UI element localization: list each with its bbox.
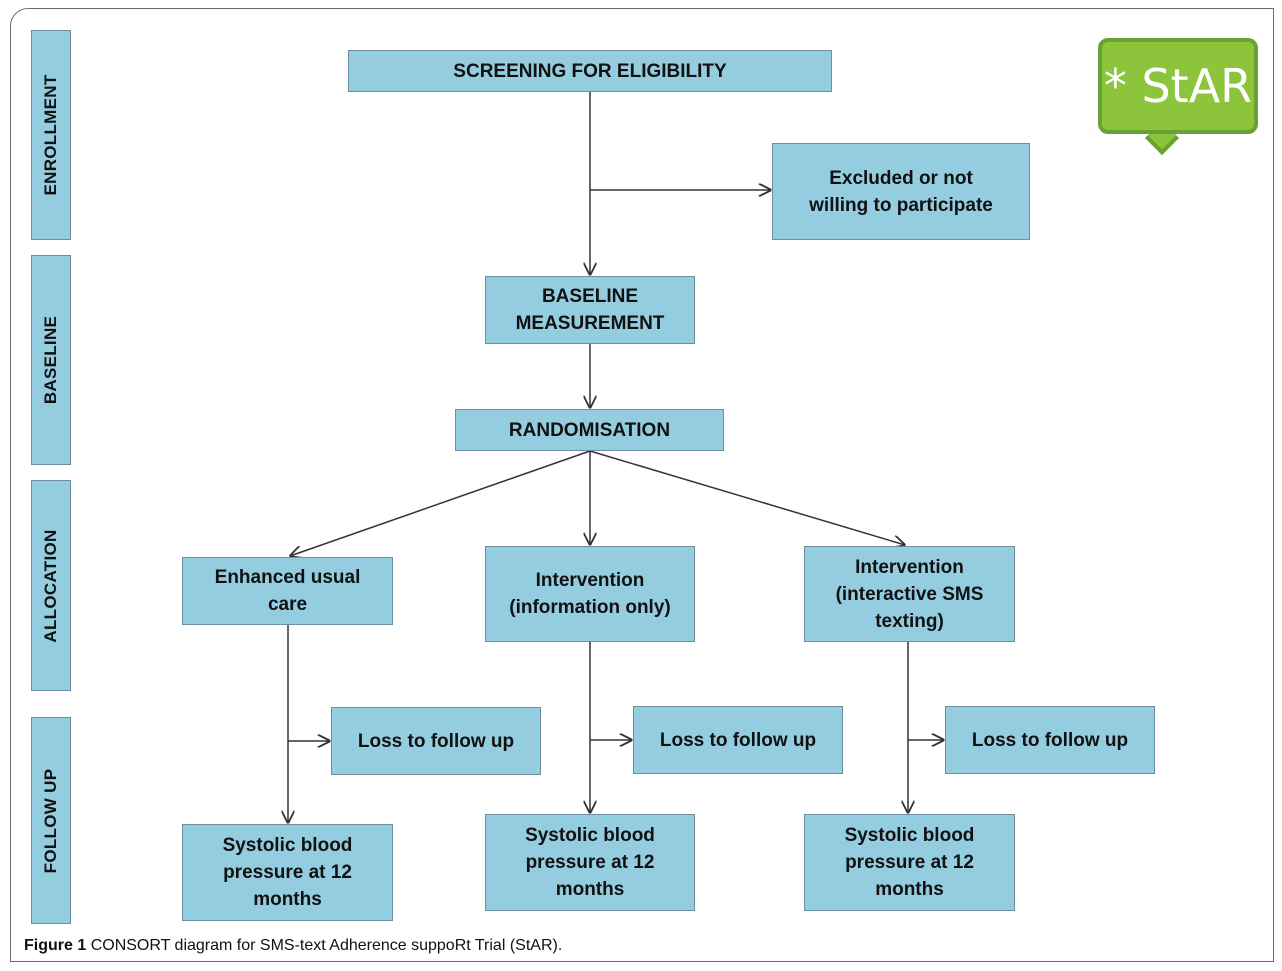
box-excluded: Excluded or not willing to participate [772, 143, 1030, 240]
phase-baseline: BASELINE [31, 255, 71, 465]
box-arm-information-only: Intervention (information only) [485, 546, 695, 642]
box-loss-arm2: Loss to follow up [633, 706, 843, 774]
box-randomisation: RANDOMISATION [455, 409, 724, 451]
figure-caption-label: Figure 1 [24, 937, 87, 954]
box-screening: SCREENING FOR ELIGIBILITY [348, 50, 832, 92]
box-outcome-arm3: Systolic blood pressure at 12 months [804, 814, 1015, 911]
box-loss-arm1: Loss to follow up [331, 707, 541, 775]
star-logo-text: * StAR [1103, 59, 1253, 113]
phase-follow-up: FOLLOW UP [31, 717, 71, 924]
speech-bubble-icon [1098, 38, 1258, 134]
box-arm-interactive-sms: Intervention (interactive SMS texting) [804, 546, 1015, 642]
phase-allocation: ALLOCATION [31, 480, 71, 691]
box-arm-usual-care: Enhanced usual care [182, 557, 393, 625]
figure-caption-text: CONSORT diagram for SMS-text Adherence s… [90, 937, 563, 954]
box-loss-arm3: Loss to follow up [945, 706, 1155, 774]
figure-frame [10, 8, 1274, 962]
figure-caption: Figure 1 CONSORT diagram for SMS-text Ad… [24, 937, 562, 955]
box-outcome-arm1: Systolic blood pressure at 12 months [182, 824, 393, 921]
arrow-to-arm1 [290, 450, 591, 556]
box-baseline-measurement: BASELINE MEASUREMENT [485, 276, 695, 344]
box-outcome-arm2: Systolic blood pressure at 12 months [485, 814, 695, 911]
phase-enrollment: ENROLLMENT [31, 30, 71, 240]
arrow-to-arm3 [589, 450, 905, 545]
star-logo: * StAR [1098, 38, 1258, 155]
